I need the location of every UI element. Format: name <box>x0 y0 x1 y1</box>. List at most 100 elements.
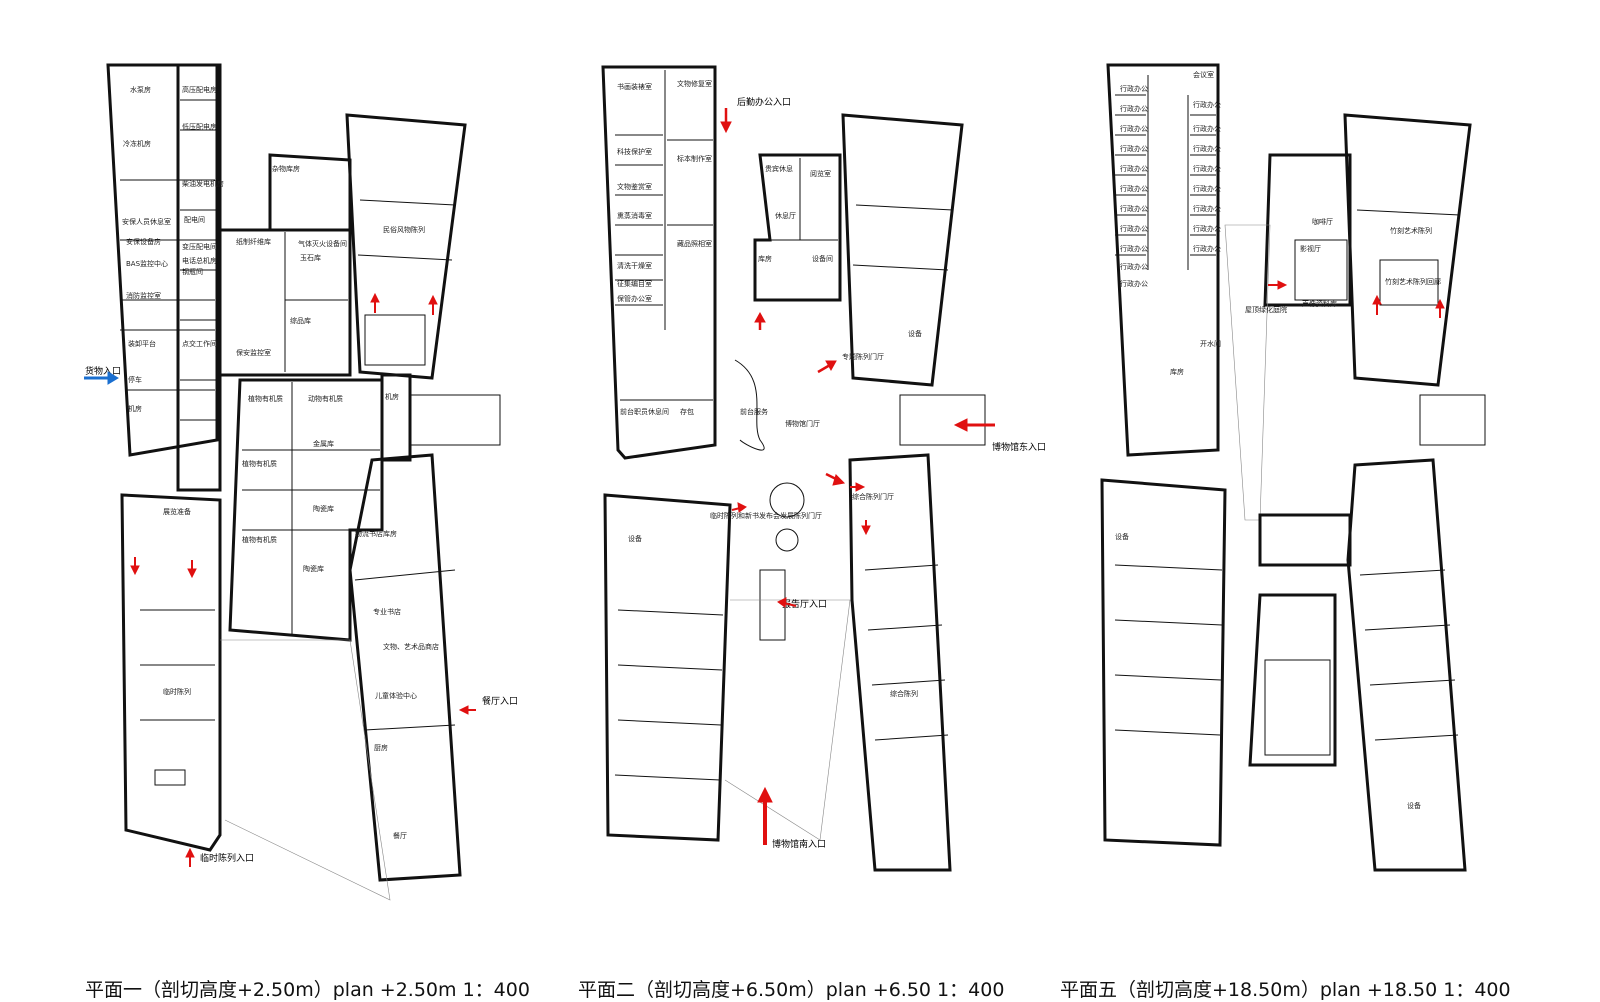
room-label: 综合陈列 <box>890 690 918 698</box>
room-label: 行政办公 <box>1120 165 1148 173</box>
room-label: 行政办公 <box>1193 165 1221 173</box>
room-label: 行政办公 <box>1120 280 1148 288</box>
room-label: BAS监控中心 <box>126 260 169 268</box>
room-label: 竹刻艺术陈列回廊 <box>1385 278 1441 286</box>
room-label: 熏蒸消毒室 <box>617 212 652 220</box>
room-label: 设备 <box>628 535 642 543</box>
room-label: 藏品照相室 <box>677 240 712 248</box>
room-label: 行政办公 <box>1120 145 1148 153</box>
room-label: 阅览室 <box>810 170 831 178</box>
room-label: 钢瓶间 <box>182 268 203 276</box>
wing-comprehensive-exhibit <box>848 453 952 872</box>
room-label: 冷冻机房 <box>123 140 151 148</box>
room-label: 设备 <box>1115 533 1129 541</box>
atrium-void <box>724 599 851 841</box>
room-label: 行政办公 <box>1120 105 1148 113</box>
wing-conservation <box>601 65 717 460</box>
room-label: 库房 <box>1170 368 1184 376</box>
room-label: 设备间 <box>812 255 833 263</box>
room-label: 物流书店库房 <box>355 530 397 538</box>
room-label: 声像资料库 <box>1302 300 1337 308</box>
entrance-label: 货物入口 <box>85 367 122 377</box>
room-label: 机房 <box>128 405 142 413</box>
plan-three: 会议室 行政办公 行政办公 行政办公 行政办公 行政办公 行政办公 行政办公 行… <box>1060 0 1540 940</box>
plan-one: 水泵房 冷冻机房 安保人员休息室 安保设备房 BAS监控中心 消防监控室 装卸平… <box>60 0 520 940</box>
cinema-seats <box>1294 239 1348 301</box>
room-label: 玉石库 <box>300 254 321 262</box>
room-label: 临时陈列 <box>163 688 191 696</box>
room-label: 民俗风物陈列 <box>383 226 425 234</box>
room-label: 设备 <box>908 330 922 338</box>
room-label: 书画装裱室 <box>617 83 652 91</box>
room-label: 专业书店 <box>373 608 401 616</box>
cafe-cinema-block <box>1263 153 1352 307</box>
room-label: 行政办公 <box>1120 225 1148 233</box>
room-label: 清洗干燥室 <box>617 262 652 270</box>
plan-three-drawing <box>1100 63 1486 872</box>
wing-bamboo-exhibit <box>1343 113 1472 387</box>
atrium-void <box>220 639 391 901</box>
room-label: 变压配电间 <box>182 243 217 251</box>
room-label: 行政办公 <box>1193 145 1221 153</box>
room-label: 存包 <box>680 408 694 416</box>
room-label: 文物鉴赏室 <box>617 183 652 191</box>
room-label: 陶瓷库 <box>303 565 324 573</box>
room-label: 行政办公 <box>1193 125 1221 133</box>
room-label: 开水间 <box>1200 340 1221 348</box>
room-label: 点交工作间 <box>182 340 217 348</box>
room-label: 咖啡厅 <box>1312 218 1333 226</box>
room-label: 装卸平台 <box>128 340 156 348</box>
auditorium <box>1248 593 1337 767</box>
plan-two-drawing <box>601 65 986 872</box>
room-label: 柴油发电机房 <box>182 180 224 188</box>
room-label: 水泵房 <box>130 86 151 94</box>
room-label: 文物、艺术品商店 <box>383 643 439 651</box>
wing-folk-exhibit <box>345 113 467 380</box>
room-label: 行政办公 <box>1120 205 1148 213</box>
room-label: 行政办公 <box>1120 185 1148 193</box>
room-label: 低压配电房 <box>182 123 217 131</box>
wing-special-exhibit <box>841 113 964 387</box>
room-label: 行政办公 <box>1193 101 1221 109</box>
room-label: 专题陈列门厅 <box>842 353 884 361</box>
room-label: 行政办公 <box>1193 185 1221 193</box>
storage-south <box>228 378 384 642</box>
wing-north-mid <box>176 63 222 492</box>
room-label: 贵宾休息 <box>765 165 793 173</box>
room-label: 前台职员休息间 <box>620 408 669 416</box>
plan-three-caption: 平面五（剖切高度+18.50m）plan +18.50 1：400 <box>1060 979 1511 1001</box>
room-label: 机房 <box>385 393 399 401</box>
room-label: 杂物库房 <box>272 165 300 173</box>
room-label: 库房 <box>758 255 772 263</box>
plan-one-drawing <box>106 63 501 901</box>
east-stair <box>899 394 986 446</box>
plan-two: 书画装裱室 文物修复室 科技保护室 标本制作室 文物鉴赏室 熏蒸消毒室 藏品照相… <box>560 0 1046 940</box>
roof-garden <box>1224 224 1271 521</box>
room-label: 综合陈列门厅 <box>852 493 894 501</box>
storage-central <box>218 228 352 377</box>
entrance-label: 后勤办公入口 <box>737 98 792 108</box>
room-label: 动物有机质 <box>308 395 343 403</box>
wing-south-left <box>603 493 732 842</box>
plan-one-caption: 平面一（剖切高度+2.50m）plan +2.50m 1：400 <box>85 979 530 1001</box>
room-label: 高压配电房 <box>182 86 217 94</box>
room-label: 征集编目室 <box>617 280 652 288</box>
room-label: 前台服务 <box>740 408 768 416</box>
machine-room <box>380 373 412 462</box>
room-label: 厨房 <box>374 744 388 752</box>
room-label: 气体灭火设备间 <box>298 240 347 248</box>
entrance-label: 临时陈列入口 <box>200 854 255 864</box>
central-block <box>1258 513 1352 567</box>
room-label: 行政办公 <box>1120 263 1148 271</box>
room-label: 设备 <box>1407 802 1421 810</box>
room-label: 保管办公室 <box>617 295 652 303</box>
entrance-label: 报告厅入口 <box>782 600 828 610</box>
entrance-label: 餐厅入口 <box>482 697 519 707</box>
room-label: 行政办公 <box>1120 245 1148 253</box>
room-label: 屋顶绿化庭院 <box>1245 306 1287 314</box>
wing-temporary-exhibit <box>120 493 222 852</box>
room-label: 消防监控室 <box>126 292 161 300</box>
room-label: 保安监控室 <box>236 349 271 357</box>
room-label: 配电间 <box>184 216 205 224</box>
wing-south-right <box>1346 458 1467 872</box>
